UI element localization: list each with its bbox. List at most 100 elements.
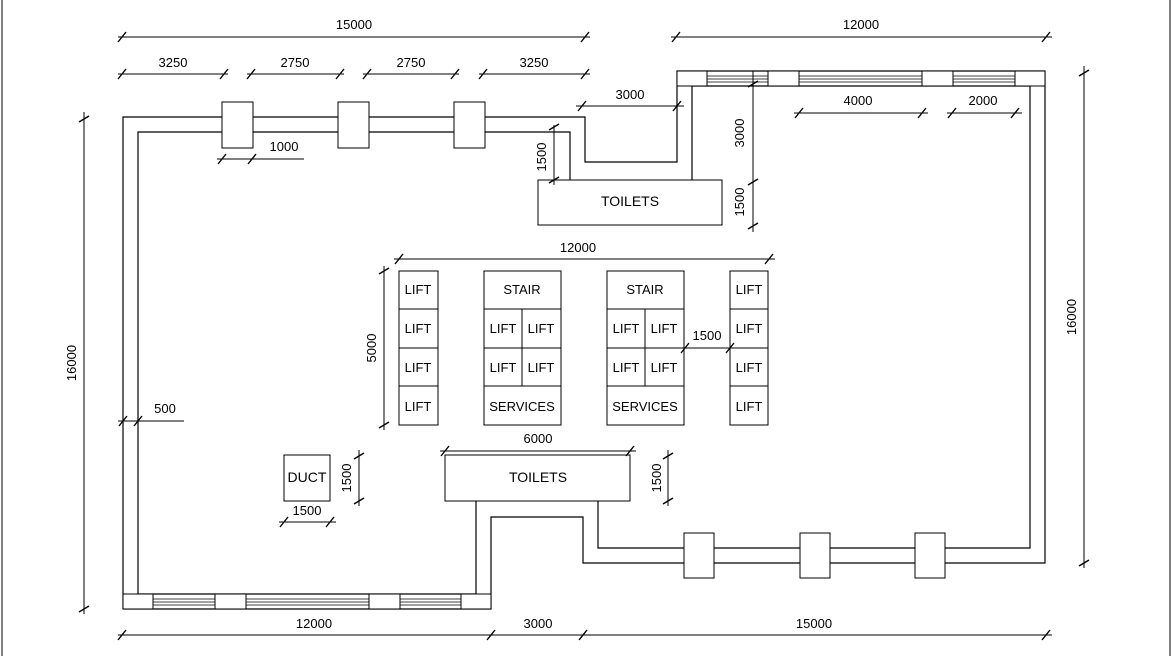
toilets-top-room <box>537 179 723 226</box>
lift-core-right-2 <box>644 308 685 349</box>
window-top-right <box>707 75 1015 83</box>
dim-core-height-label: 5000 <box>364 334 379 363</box>
column-bottom-left-3 <box>368 593 401 610</box>
column-top-right-4 <box>1014 70 1046 87</box>
lift-core-right-3-label: LIFT <box>613 360 640 375</box>
dim-bottom-row: 12000 3000 15000 <box>117 616 1052 641</box>
lift-core-right-2-label: LIFT <box>651 321 678 336</box>
dim-core-gap-label: 1500 <box>693 328 722 343</box>
column-top-right-1 <box>676 70 708 87</box>
lift-left-4 <box>398 385 439 426</box>
column-bottom-1 <box>683 532 715 579</box>
dim-toilet-depth-top-label: 1500 <box>732 188 747 217</box>
lift-bank-left: LIFT LIFT LIFT LIFT <box>398 270 439 426</box>
dim-toilet-width: 6000 <box>440 431 636 457</box>
lift-right-2-label: LIFT <box>736 321 763 336</box>
services-left-label: SERVICES <box>489 399 555 414</box>
lift-left-2 <box>398 308 439 349</box>
dim-core-width-label: 12000 <box>560 240 596 255</box>
dim-left-total: 16000 <box>64 112 90 614</box>
services-left <box>483 385 562 426</box>
dim-duct-height-label: 1500 <box>339 464 354 493</box>
lift-left-3-label: LIFT <box>405 360 432 375</box>
dim-top-left-total-label: 15000 <box>336 17 372 32</box>
lift-right-1 <box>729 270 769 310</box>
column-bottom-2 <box>799 532 831 579</box>
column-bottom-3 <box>914 532 946 579</box>
services-right-label: SERVICES <box>612 399 678 414</box>
lift-core-right-3 <box>606 347 646 387</box>
duct-label: DUCT <box>288 469 327 485</box>
dim-top-seg-4-label: 3250 <box>520 55 549 70</box>
column-bottom-left-2 <box>214 593 247 610</box>
dim-left-total-label: 16000 <box>64 345 79 381</box>
lift-left-1 <box>398 270 439 310</box>
outer-wall <box>122 70 1046 610</box>
dim-bottom-right-label: 15000 <box>796 616 832 631</box>
lift-core-right-1 <box>606 308 646 349</box>
dim-bottom-mid-label: 3000 <box>524 616 553 631</box>
dim-wall-thickness-label: 500 <box>154 401 176 416</box>
dim-right-notch: 3000 1500 <box>732 71 759 232</box>
dim-core-gap: 1500 <box>680 328 736 354</box>
lift-core-left-3-label: LIFT <box>490 360 517 375</box>
stair-right <box>606 270 685 310</box>
lift-core-left-1-label: LIFT <box>490 321 517 336</box>
toilets-bottom-label: TOILETS <box>509 469 567 485</box>
duct-room <box>283 454 331 502</box>
lift-right-4-label: LIFT <box>736 399 763 414</box>
lift-left-1-label: LIFT <box>405 282 432 297</box>
lift-right-1-label: LIFT <box>736 282 763 297</box>
dim-column-width: 1000 <box>217 139 304 165</box>
dim-wall-thickness: 500 <box>118 401 184 427</box>
column-top-2 <box>337 101 370 149</box>
stair-left-label: STAIR <box>503 282 540 297</box>
column-bottom-left-1 <box>122 593 154 610</box>
lift-right-4 <box>729 385 769 426</box>
dim-column-width-label: 1000 <box>270 139 299 154</box>
dim-notch-width-label: 3000 <box>616 87 645 102</box>
lift-core-left-2 <box>521 308 562 349</box>
inner-wall <box>137 85 1031 595</box>
column-bottom-left-4 <box>460 593 492 610</box>
dim-duct-height: 1500 <box>339 450 365 506</box>
dim-top-segments: 3250 2750 2750 3250 <box>117 55 590 80</box>
lift-core-right-1-label: LIFT <box>613 321 640 336</box>
column-top-3 <box>453 101 486 149</box>
column-top-right-3 <box>921 70 954 87</box>
dim-toilet-depth-bottom: 1500 <box>649 450 674 506</box>
lift-core-right-4-label: LIFT <box>651 360 678 375</box>
services-right <box>606 385 685 426</box>
window-bottom-left <box>153 598 461 606</box>
lift-core-left-4-label: LIFT <box>528 360 555 375</box>
dim-window-spans: 4000 2000 <box>794 93 1022 119</box>
dim-bottom-left-label: 12000 <box>296 616 332 631</box>
lift-left-2-label: LIFT <box>405 321 432 336</box>
lift-bank-right: LIFT LIFT LIFT LIFT <box>729 270 769 426</box>
dim-notch-width: 3000 <box>576 87 684 112</box>
lift-core-left-3 <box>483 347 523 387</box>
lift-left-4-label: LIFT <box>405 399 432 414</box>
dim-right-total-label: 16000 <box>1064 299 1079 335</box>
dim-right-total: 16000 <box>1064 66 1090 568</box>
dim-toilet-width-label: 6000 <box>524 431 553 446</box>
dim-notch-depth: 1500 <box>534 123 560 185</box>
dim-toilet-depth-bottom-label: 1500 <box>649 464 664 493</box>
core-left: STAIR LIFT LIFT LIFT LIFT SERVICES <box>483 270 562 426</box>
lift-core-right-4 <box>644 347 685 387</box>
column-top-1 <box>221 101 254 149</box>
toilets-top-label: TOILETS <box>601 193 659 209</box>
dim-top-seg-1-label: 3250 <box>159 55 188 70</box>
lift-right-3-label: LIFT <box>736 360 763 375</box>
lift-right-2 <box>729 308 769 349</box>
column-top-right-2 <box>767 70 800 87</box>
stair-right-label: STAIR <box>626 282 663 297</box>
dim-right-notch-depth-label: 3000 <box>732 119 747 148</box>
dim-window-end-label: 2000 <box>969 93 998 108</box>
stair-left <box>483 270 562 310</box>
dim-notch-depth-label: 1500 <box>534 143 549 172</box>
dim-core-width: 12000 <box>394 240 775 265</box>
dim-top-seg-2-label: 2750 <box>281 55 310 70</box>
